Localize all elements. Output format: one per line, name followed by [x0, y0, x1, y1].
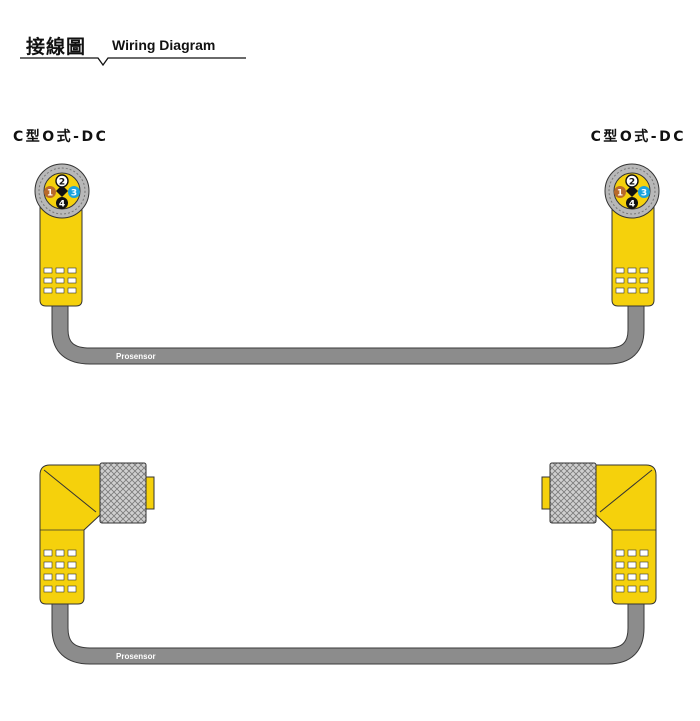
pin-3	[68, 186, 80, 198]
grip-slots-bottom-left	[43, 549, 77, 593]
cable-brand-bottom: Prosensor	[116, 652, 156, 661]
svg-text:1: 1	[47, 189, 53, 199]
title-chinese: 接線圖	[26, 36, 87, 58]
pin-face-left: 2 4 1 3	[44, 174, 80, 210]
pin-2	[625, 174, 639, 188]
svg-text:4: 4	[629, 200, 635, 210]
diagram-header: 接線圖 Wiring Diagram	[20, 30, 248, 66]
svg-text:3: 3	[641, 189, 647, 199]
svg-text:1: 1	[617, 189, 623, 199]
bottom-cable: Prosensor	[51, 600, 645, 665]
pin-2	[55, 174, 69, 188]
grip-slots-right	[615, 267, 649, 294]
grip-slots-bottom-right	[615, 549, 649, 593]
pin-1	[614, 186, 626, 198]
top-right-connector: 2 4 1 3	[604, 163, 660, 307]
right-connector-label: C型O式-DC	[590, 129, 686, 145]
top-cable: Prosensor	[51, 300, 645, 365]
knurled-nut-left	[99, 462, 147, 524]
header-underline	[20, 57, 246, 66]
pin-3	[638, 186, 650, 198]
title-english: Wiring Diagram	[112, 37, 216, 53]
svg-text:2: 2	[629, 178, 635, 188]
cable-brand-top: Prosensor	[116, 352, 156, 361]
bottom-left-connector	[39, 462, 155, 605]
svg-text:2: 2	[59, 178, 65, 188]
pin-4	[56, 197, 68, 209]
svg-text:3: 3	[71, 189, 77, 199]
grip-slots-left	[43, 267, 77, 294]
pin-face-right: 2 4 1 3	[614, 174, 650, 210]
pin-4	[626, 197, 638, 209]
pin-1	[44, 186, 56, 198]
left-connector-label: C型O式-DC	[13, 129, 109, 145]
svg-text:4: 4	[59, 200, 65, 210]
bottom-right-connector	[541, 462, 657, 605]
top-left-connector: 2 4 1 3	[34, 163, 90, 307]
knurled-nut-right	[549, 462, 597, 524]
